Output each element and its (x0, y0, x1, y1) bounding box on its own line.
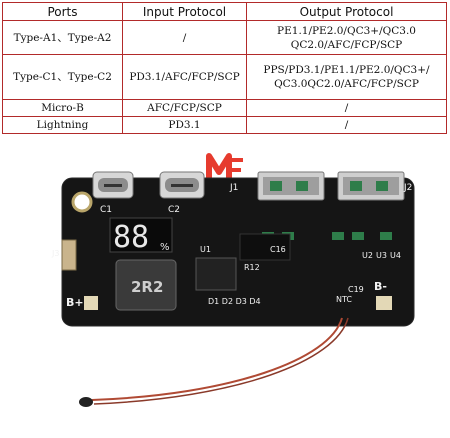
silk-c19: C19 (348, 285, 364, 294)
display-digits: 88 (113, 220, 149, 255)
silk-u3: U3 (376, 251, 387, 260)
silk-j3: J3 (51, 249, 59, 258)
display-unit: % (160, 242, 170, 253)
output-cell: / (246, 99, 447, 117)
side-switch (61, 239, 77, 271)
input-cell: / (122, 20, 247, 55)
table-row: Type-C1、Type-C2 PD3.1/AFC/FCP/SCP PPS/PD… (2, 54, 447, 100)
table-header-row: Ports Input Protocol Output Protocol (2, 2, 447, 21)
output-line: PE1.1/PE2.0/QC3+/QC3.0 (277, 24, 416, 37)
silk-c1: C1 (100, 205, 112, 215)
battery-pad-plus (84, 296, 98, 310)
port-cell: Lightning (2, 116, 123, 134)
usb-a-port-2 (337, 171, 405, 201)
inductor: 2R2 (115, 259, 177, 311)
silk-ntc: NTC (336, 295, 352, 304)
output-cell: PPS/PD3.1/PE1.1/PE2.0/QC3+/ QC3.0QC2.0/AF… (246, 54, 447, 100)
silk-u1: U1 (200, 245, 211, 254)
table-row: Type-A1、Type-A2 / PE1.1/PE2.0/QC3+/QC3.0… (2, 20, 447, 55)
protocol-table: Ports Input Protocol Output Protocol Typ… (2, 2, 447, 134)
port-cell: Type-C1、Type-C2 (2, 54, 123, 100)
inductor-mark: 2R2 (131, 278, 163, 296)
port-cell: Micro-B (2, 99, 123, 117)
output-line: QC3.0QC2.0/AFC/FCP/SCP (274, 78, 419, 90)
led-display: 88 % (109, 217, 173, 255)
port-cell: Type-A1、Type-A2 (2, 20, 123, 55)
input-cell: AFC/FCP/SCP (122, 99, 247, 117)
usb-c-port-2 (159, 171, 205, 199)
table-row: Lightning PD3.1 / (2, 116, 447, 134)
silk-c2: C2 (168, 205, 180, 215)
silk-b-plus: B+ (66, 296, 84, 309)
output-line: PPS/PD3.1/PE1.1/PE2.0/QC3+/ (263, 64, 430, 76)
output-line: QC2.0/AFC/FCP/SCP (290, 38, 403, 51)
header-ports: Ports (2, 2, 123, 21)
usb-c-port-1 (92, 171, 134, 199)
main-chip (195, 257, 237, 291)
input-cell: PD3.1/AFC/FCP/SCP (122, 54, 247, 100)
silk-j2: J2 (403, 183, 412, 193)
header-input: Input Protocol (122, 2, 247, 21)
silk-c16: C16 (270, 245, 286, 254)
silk-u4: U4 (390, 251, 401, 260)
silk-r12: R12 (244, 263, 260, 272)
ntc-wire (91, 317, 343, 401)
battery-pad-minus (376, 296, 392, 310)
pcb-board-photo: 88 % 2R2 C1 C2 J1 J2 J3 B+ B- U1 U2 U3 U… (51, 171, 415, 407)
usb-a-port-1 (257, 171, 325, 201)
header-output: Output Protocol (246, 2, 447, 21)
silk-b-minus: B- (374, 280, 387, 293)
table-row: Micro-B AFC/FCP/SCP / (2, 99, 447, 117)
input-cell: PD3.1 (122, 116, 247, 134)
ntc-probe (79, 397, 93, 407)
silk-j1: J1 (229, 183, 238, 193)
silk-led-labels: D1 D2 D3 D4 (208, 297, 261, 306)
output-cell: / (246, 116, 447, 134)
silk-u2: U2 (362, 251, 373, 260)
